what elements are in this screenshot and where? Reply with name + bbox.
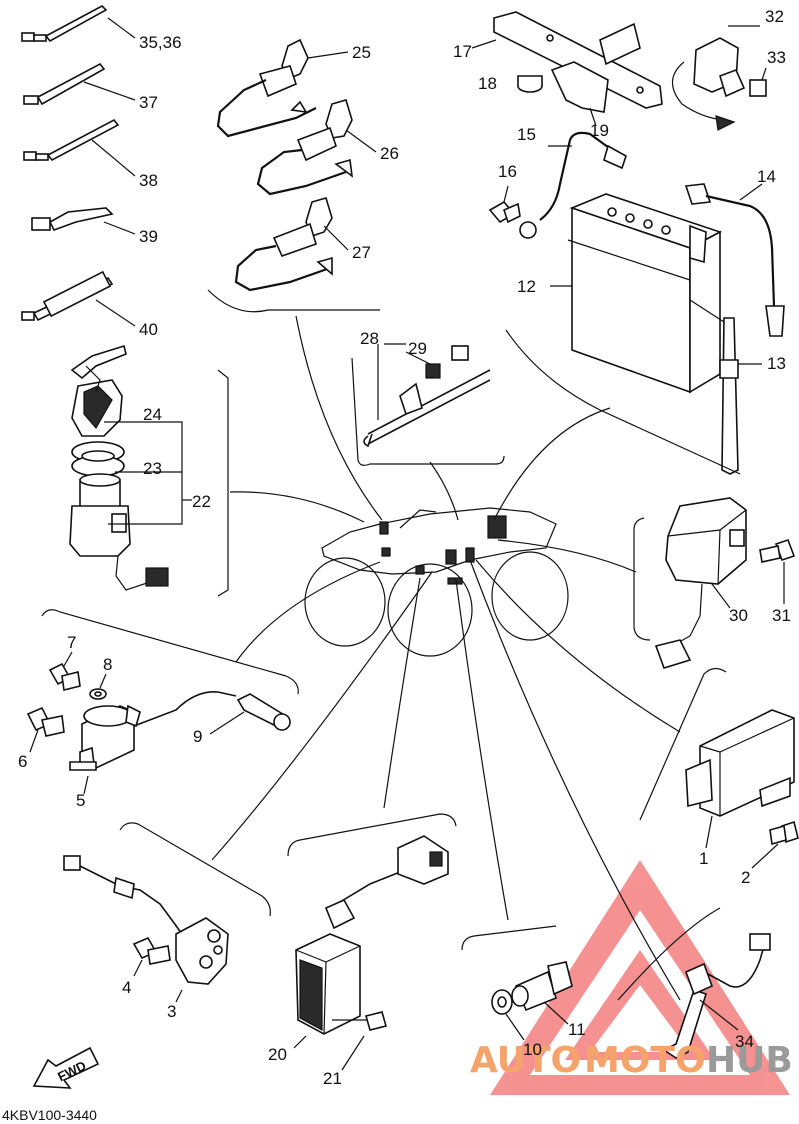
part-label-p31: 31 <box>772 606 791 625</box>
part-label-p35-36: 35,36 <box>139 33 182 52</box>
cdi-unit-1 <box>685 709 795 849</box>
part-label-p13: 13 <box>767 354 786 373</box>
part-label-p3: 3 <box>167 1002 176 1021</box>
part-label-p28: 28 <box>360 329 379 348</box>
group-bracket-pickup <box>119 822 271 917</box>
part-label-p1: 1 <box>699 849 708 868</box>
diagram-code: 4KBV100-3440 <box>2 1107 97 1123</box>
bolt-31 <box>759 538 796 604</box>
bracket-19 <box>550 61 609 127</box>
plug-cap-25 <box>216 38 349 138</box>
battery-12 <box>550 193 723 394</box>
plug-cap-26 <box>256 99 377 196</box>
part-label-p7: 7 <box>67 633 76 652</box>
main-switch-key-24 <box>70 344 127 437</box>
bolt-6 <box>26 706 65 753</box>
watermark-part3: HUB <box>706 1040 793 1081</box>
part-label-p25: 25 <box>352 43 371 62</box>
washer-10 <box>491 989 525 1041</box>
part-label-p22: 22 <box>192 492 211 511</box>
part-label-p30: 30 <box>729 606 748 625</box>
part-label-p16: 16 <box>498 162 517 181</box>
part-label-p34: 34 <box>735 1032 754 1051</box>
part-label-p2: 2 <box>741 868 750 887</box>
part-label-p27: 27 <box>352 243 371 262</box>
clamp-39 <box>31 207 136 235</box>
bracket-17 <box>471 11 663 109</box>
group-bracket-rectifier <box>287 813 457 857</box>
group-bracket-cdi <box>639 667 727 821</box>
damper-18 <box>517 75 543 93</box>
bolt-16 <box>488 185 521 224</box>
part-label-p39: 39 <box>139 227 158 246</box>
part-label-p33: 33 <box>767 48 786 67</box>
part-label-p29: 29 <box>408 339 427 358</box>
part-label-p12: 12 <box>517 277 536 296</box>
switch-34 <box>617 907 771 1059</box>
part-label-p38: 38 <box>139 171 158 190</box>
bolt-2 <box>751 820 799 869</box>
part-label-p32: 32 <box>765 7 784 26</box>
group-bracket-battery <box>505 329 741 475</box>
bolt-7 <box>48 651 81 691</box>
washer-8 <box>89 673 107 700</box>
screw-21 <box>332 1011 387 1071</box>
relay-32 <box>671 25 760 131</box>
screw-4 <box>132 936 171 977</box>
ignition-coil-5 <box>69 691 237 795</box>
group-bracket-neutral <box>461 925 557 951</box>
part-label-p8: 8 <box>103 655 112 674</box>
fwd-label: FWD <box>55 1058 88 1084</box>
fwd-arrow-icon: FWD <box>32 1046 100 1089</box>
watermark-part2: MOTO <box>584 1040 706 1081</box>
igniter-30 <box>633 497 747 669</box>
part-label-p10: 10 <box>523 1040 542 1059</box>
part-label-p23: 23 <box>143 459 162 478</box>
leader-lines <box>211 315 681 1001</box>
part-label-p26: 26 <box>380 144 399 163</box>
battery-lead-14 <box>684 183 785 337</box>
part-label-p24: 24 <box>143 405 162 424</box>
atv-frame <box>304 507 569 657</box>
part-label-p14: 14 <box>757 167 776 186</box>
neutral-switch-11 <box>511 961 573 1025</box>
part-label-p11: 11 <box>568 1020 586 1039</box>
part-label-p5: 5 <box>76 791 85 810</box>
part-label-p15: 15 <box>517 125 536 144</box>
group-bracket-coil <box>41 609 299 695</box>
cable-tie-35-36 <box>21 5 136 43</box>
part-label-p6: 6 <box>18 752 27 771</box>
part-label-p40: 40 <box>139 320 158 339</box>
plug-cap-9 <box>209 693 291 735</box>
part-labels: 35,3637383940242322252627282917181932331… <box>18 7 791 1088</box>
part-label-p21: 21 <box>323 1069 342 1088</box>
rectifier-20 <box>293 835 449 1049</box>
clamp-40 <box>21 270 136 327</box>
cable-tie-38 <box>23 118 136 177</box>
wire-harness-28 <box>351 343 505 466</box>
part-label-p20: 20 <box>268 1045 287 1064</box>
pickup-coil-3 <box>63 855 229 1003</box>
part-label-p4: 4 <box>122 978 131 997</box>
watermark-logo-icon <box>490 860 790 1095</box>
part-label-p19: 19 <box>590 121 609 140</box>
breather-pipe-13 <box>689 299 762 475</box>
part-label-p37: 37 <box>139 93 158 112</box>
plug-cap-27 <box>234 197 349 292</box>
battery-lead-15 <box>519 131 627 239</box>
cable-tie-37 <box>23 62 136 106</box>
watermark: AUTO MOTO HUB <box>470 1040 793 1081</box>
part-label-p18: 18 <box>478 74 497 93</box>
part-label-p17: 17 <box>453 42 472 61</box>
main-switch-body-22 <box>69 473 169 591</box>
group-bracket-25-27 <box>207 289 380 313</box>
fuse-33 <box>749 67 767 97</box>
nut-23 <box>71 441 125 477</box>
bracket-22 <box>104 369 229 597</box>
watermark-part1: AUTO <box>470 1040 581 1081</box>
part-label-p9: 9 <box>193 727 202 746</box>
